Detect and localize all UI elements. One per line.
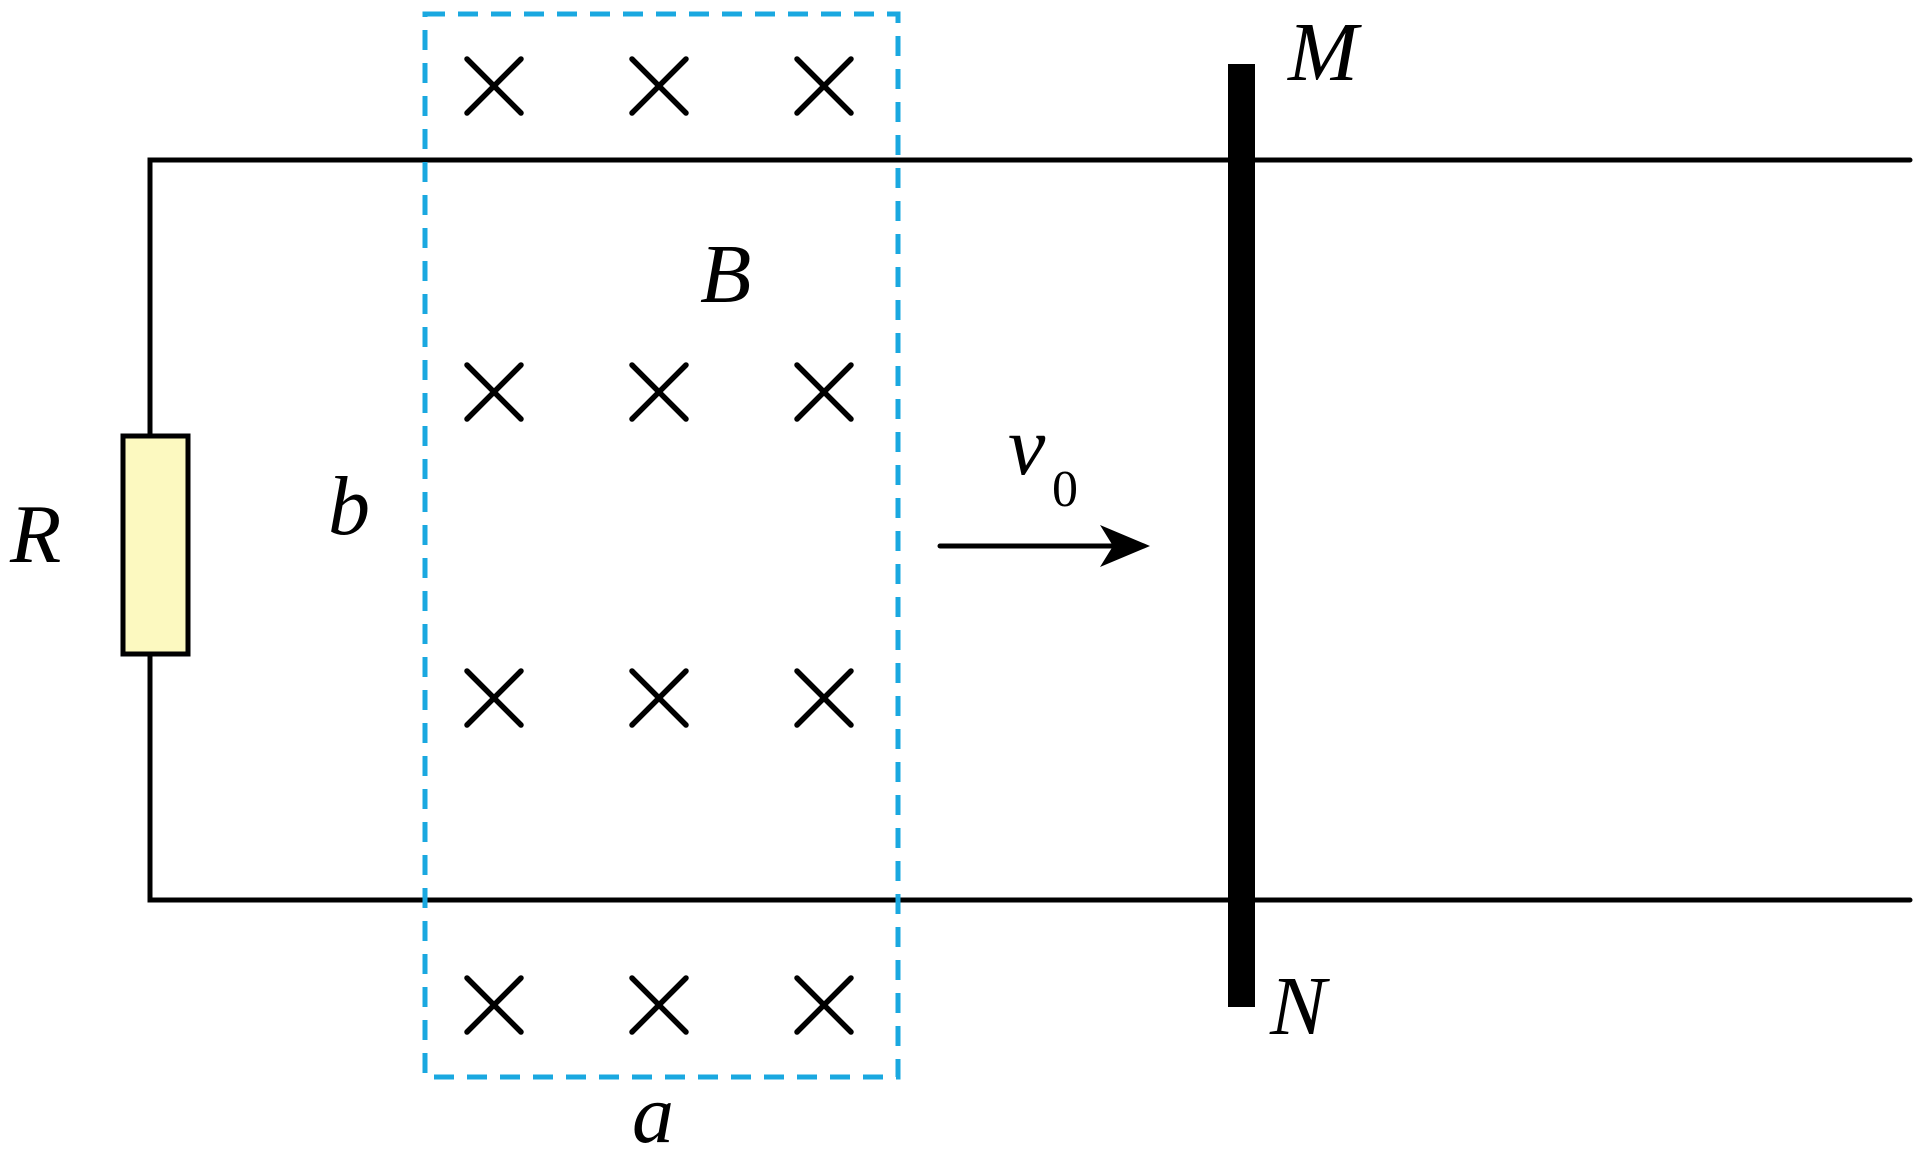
field-label: B bbox=[700, 228, 751, 321]
field-cross-icon bbox=[629, 56, 689, 116]
field-cross-icon bbox=[629, 975, 689, 1035]
resistor-label: R bbox=[9, 488, 61, 581]
rod-bottom-label: N bbox=[1269, 960, 1330, 1053]
field-region-border bbox=[422, 11, 901, 1080]
field-cross-icon bbox=[629, 362, 689, 422]
left-wire-bottom bbox=[147, 647, 1913, 903]
field-cross-icon bbox=[629, 668, 689, 728]
field-cross-icon bbox=[794, 668, 854, 728]
rod-mn bbox=[1228, 64, 1255, 1007]
field-cross-icon bbox=[464, 668, 524, 728]
velocity-arrow bbox=[937, 525, 1150, 567]
field-cross-icon bbox=[464, 362, 524, 422]
region-width-label: a bbox=[632, 1068, 674, 1154]
field-cross-icon bbox=[794, 975, 854, 1035]
field-cross-icon bbox=[464, 56, 524, 116]
region-height-label: b bbox=[328, 460, 370, 553]
field-cross-icon bbox=[794, 362, 854, 422]
resistor bbox=[120, 433, 191, 657]
field-cross-icon bbox=[794, 56, 854, 116]
velocity-subscript: 0 bbox=[1052, 461, 1078, 518]
field-cross-icon bbox=[464, 975, 524, 1035]
left-wire-top bbox=[147, 157, 1913, 443]
field-marks bbox=[464, 56, 854, 1035]
velocity-label: v bbox=[1008, 400, 1046, 493]
rod-top-label: M bbox=[1287, 6, 1362, 99]
